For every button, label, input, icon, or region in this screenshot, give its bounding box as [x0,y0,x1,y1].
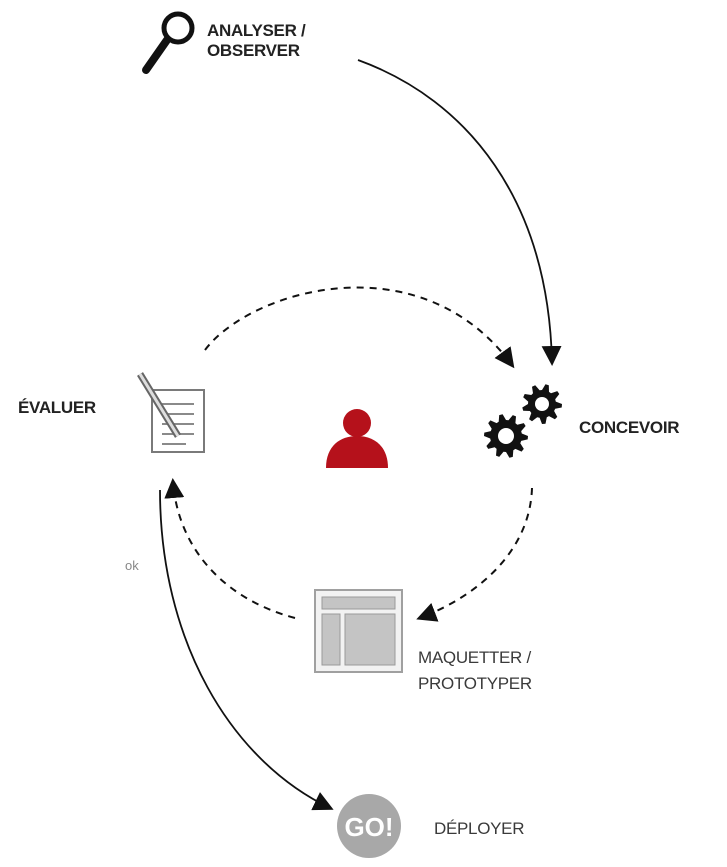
user-icon [326,409,388,468]
go-badge-text: GO! [344,812,393,842]
maquetter-line2: PROTOTYPER [418,674,532,694]
step-label-concevoir: CONCEVOIR [579,418,680,437]
analyser-line1: ANALYSER / [207,21,306,40]
arrow-analyser-to-concevoir [357,59,562,366]
analyser-line2: OBSERVER [207,41,300,61]
step-label-analyser: ANALYSER / OBSERVER [207,21,306,62]
dashed-arrow-concevoir-to-maquetter [416,487,533,622]
document-pencil-icon [137,372,205,453]
gears-icon [484,384,562,458]
magnifier-icon [142,11,195,74]
go-badge-icon: GO! [337,794,401,858]
dashed-arrow-maquetter-to-evaluer [164,478,296,619]
maquetter-line1: MAQUETTER / [418,648,531,667]
dashed-arrow-evaluer-to-concevoir [204,286,515,369]
arrow-evaluer-to-deployer [159,489,334,811]
step-label-deployer: DÉPLOYER [434,819,525,838]
layout-wireframe-icon [314,589,403,673]
step-label-maquetter: MAQUETTER / PROTOTYPER [418,648,532,695]
ok-label: ok [125,558,139,573]
step-label-evaluer: ÉVALUER [18,398,96,417]
